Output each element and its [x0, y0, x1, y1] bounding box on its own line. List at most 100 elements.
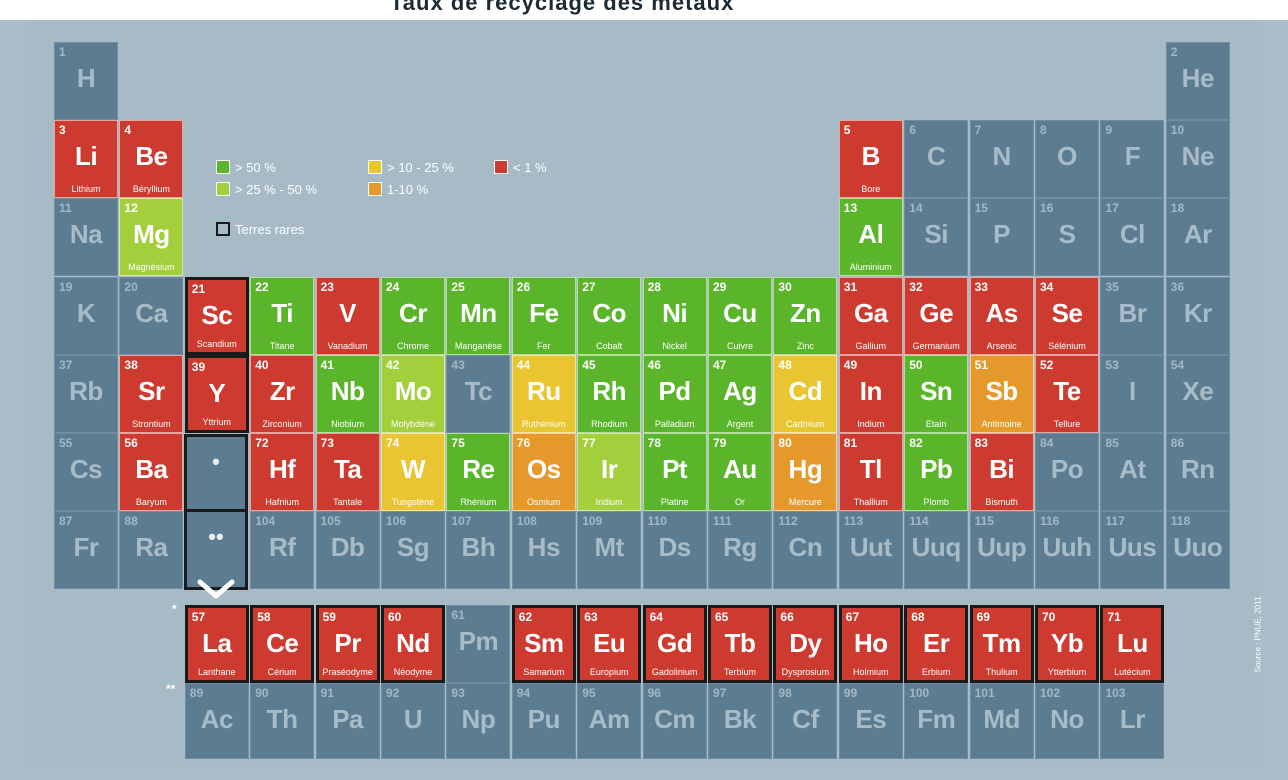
- atomic-number: 109: [582, 514, 603, 529]
- element-symbol: W: [400, 454, 426, 484]
- lanthanide-row-marker: *: [172, 602, 177, 616]
- element-name: Scandium: [196, 338, 237, 349]
- legend-swatch: [368, 160, 382, 174]
- atomic-number: 1: [59, 45, 66, 59]
- element-symbol: Sn: [920, 375, 953, 406]
- element-name: Lanthane: [198, 667, 236, 677]
- element-name: Lutécium: [1114, 667, 1151, 677]
- atomic-number: 83: [974, 436, 988, 450]
- element-symbol: Np: [461, 704, 496, 734]
- element-symbol: H: [76, 63, 96, 93]
- element-name: Ruthénium: [522, 418, 566, 429]
- atomic-number: 114: [909, 514, 929, 529]
- element-symbol: Ds: [658, 532, 691, 563]
- element-symbol: Fm: [917, 704, 956, 734]
- element-name: Bore: [861, 184, 881, 195]
- atomic-number: 37: [59, 357, 73, 372]
- atomic-number: 52: [1040, 357, 1054, 372]
- element-symbol: As: [985, 297, 1018, 328]
- element-symbol: Pt: [662, 454, 688, 484]
- atomic-number: 113: [843, 514, 864, 529]
- atomic-number: 75: [451, 436, 465, 450]
- element-symbol: Tm: [982, 628, 1022, 658]
- element-symbol: Mo: [394, 375, 432, 406]
- atomic-number: 44: [516, 357, 531, 372]
- element-name: Baryum: [135, 497, 167, 507]
- atomic-number: 2: [1170, 45, 1178, 59]
- element-symbol: Nb: [330, 375, 365, 406]
- element-name: Germanium: [912, 340, 960, 351]
- legend-item-lt1: < 1 %: [494, 159, 547, 175]
- element-symbol: Ac: [200, 704, 234, 734]
- legend-swatch-rare: [216, 222, 230, 236]
- atomic-number: 55: [59, 436, 73, 450]
- atomic-number: 87: [59, 514, 73, 529]
- element-symbol: Te: [1053, 375, 1081, 406]
- atomic-number: 77: [582, 436, 596, 450]
- atomic-number: 80: [778, 436, 792, 450]
- atomic-number: 28: [647, 279, 661, 294]
- element-symbol: Ir: [601, 454, 618, 484]
- legend-label: Terres rares: [235, 221, 305, 237]
- element-name: Osmium: [527, 497, 561, 507]
- element-symbol: Kr: [1183, 297, 1212, 328]
- atomic-number: 111: [713, 514, 732, 529]
- atomic-number: 116: [1040, 514, 1060, 529]
- element-symbol: In: [859, 375, 883, 406]
- atomic-number: 102: [1040, 686, 1061, 700]
- atomic-number: 56: [124, 436, 138, 450]
- element-symbol: U: [403, 704, 423, 734]
- element-name: Mercure: [788, 497, 822, 507]
- element-symbol: Rh: [592, 375, 627, 406]
- atomic-number: 8: [1040, 123, 1047, 138]
- legend-label: < 1 %: [513, 159, 547, 175]
- element-symbol: Uuo: [1173, 532, 1223, 563]
- atomic-number: 10: [1170, 123, 1185, 138]
- legend-swatch: [216, 160, 230, 174]
- atomic-number: 54: [1170, 357, 1185, 372]
- atomic-number: 38: [124, 357, 138, 372]
- element-name: Praséodyme: [322, 667, 373, 677]
- element-symbol: Md: [983, 704, 1020, 734]
- atomic-number: 105: [320, 514, 341, 529]
- element-name: Thallium: [853, 497, 888, 507]
- legend-swatch: [216, 182, 230, 196]
- atomic-number: 98: [778, 686, 792, 700]
- atomic-number: 41: [320, 357, 334, 372]
- atomic-number: 82: [909, 436, 923, 450]
- atomic-number: 88: [124, 514, 138, 529]
- chevron-down-icon: [197, 579, 235, 599]
- element-symbol: Pa: [332, 704, 363, 734]
